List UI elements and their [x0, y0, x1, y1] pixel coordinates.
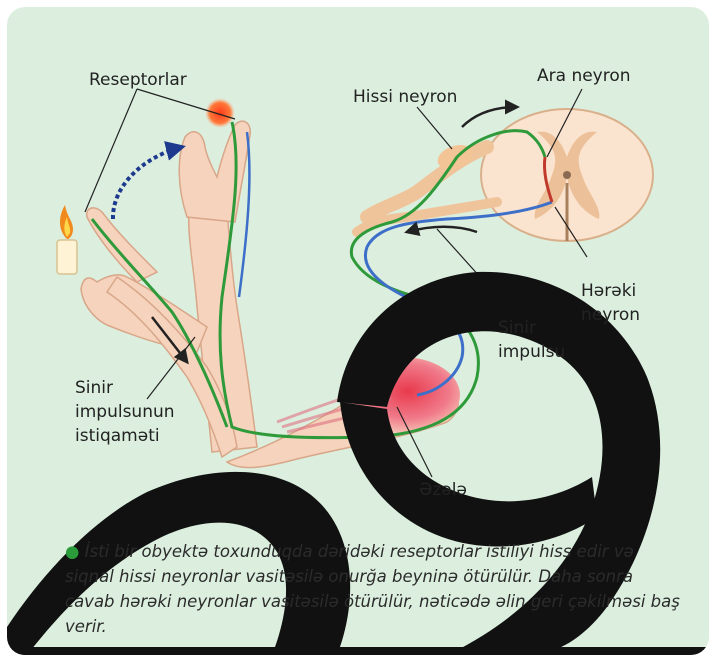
caption-text: İsti bir obyektə toxunduqda dəridəki res… — [65, 542, 680, 636]
ascending-arrow — [462, 107, 517, 127]
spinal-cord — [481, 109, 653, 241]
caption: ● İsti bir obyektə toxunduqda dəridəki r… — [65, 539, 685, 639]
candle — [57, 205, 77, 274]
withdrawal-arrow — [113, 147, 182, 219]
label-sensory-neuron: Hissi neyron — [353, 86, 457, 108]
label-impulse-direction-line3: istiqaməti — [75, 425, 160, 447]
caption-bullet: ● — [65, 542, 79, 561]
label-receptors: Reseptorlar — [89, 69, 187, 91]
label-nerve-impulse-line2: impulsu — [498, 341, 565, 363]
label-motor-neuron-line1: Hərəki — [581, 280, 636, 302]
diagram-card: Reseptorlar Hissi neyron Ara neyron Hərə… — [7, 7, 709, 655]
label-impulse-direction-line2: impulsunun — [75, 401, 175, 423]
label-motor-neuron-line2: neyron — [581, 304, 640, 326]
label-muscle: Əzələ — [419, 479, 467, 501]
label-nerve-impulse-line1: Sinir — [498, 317, 536, 339]
label-impulse-direction-line1: Sinir — [75, 377, 113, 399]
label-interneuron: Ara neyron — [537, 65, 631, 87]
descending-arrow — [407, 227, 477, 232]
hot-spot — [205, 98, 235, 128]
